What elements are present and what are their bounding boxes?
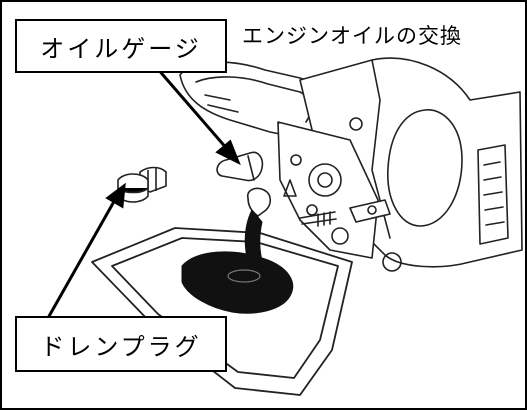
drain-plug-label: ドレンプラグ: [15, 316, 227, 372]
oil-gauge-arrowhead: [215, 139, 241, 166]
caption: エンジンオイルの交換: [242, 24, 462, 48]
drain-plug-arrowhead: [105, 182, 126, 209]
drain-plug-arrow: [46, 197, 118, 319]
bolt-icon: [117, 166, 167, 203]
oil-gauge-label: オイルゲージ: [15, 19, 227, 73]
engine-illustration: [179, 57, 523, 272]
oil-stream: [181, 209, 294, 314]
oil-gauge-arrow: [148, 59, 230, 151]
leader-arrows: [46, 59, 241, 319]
